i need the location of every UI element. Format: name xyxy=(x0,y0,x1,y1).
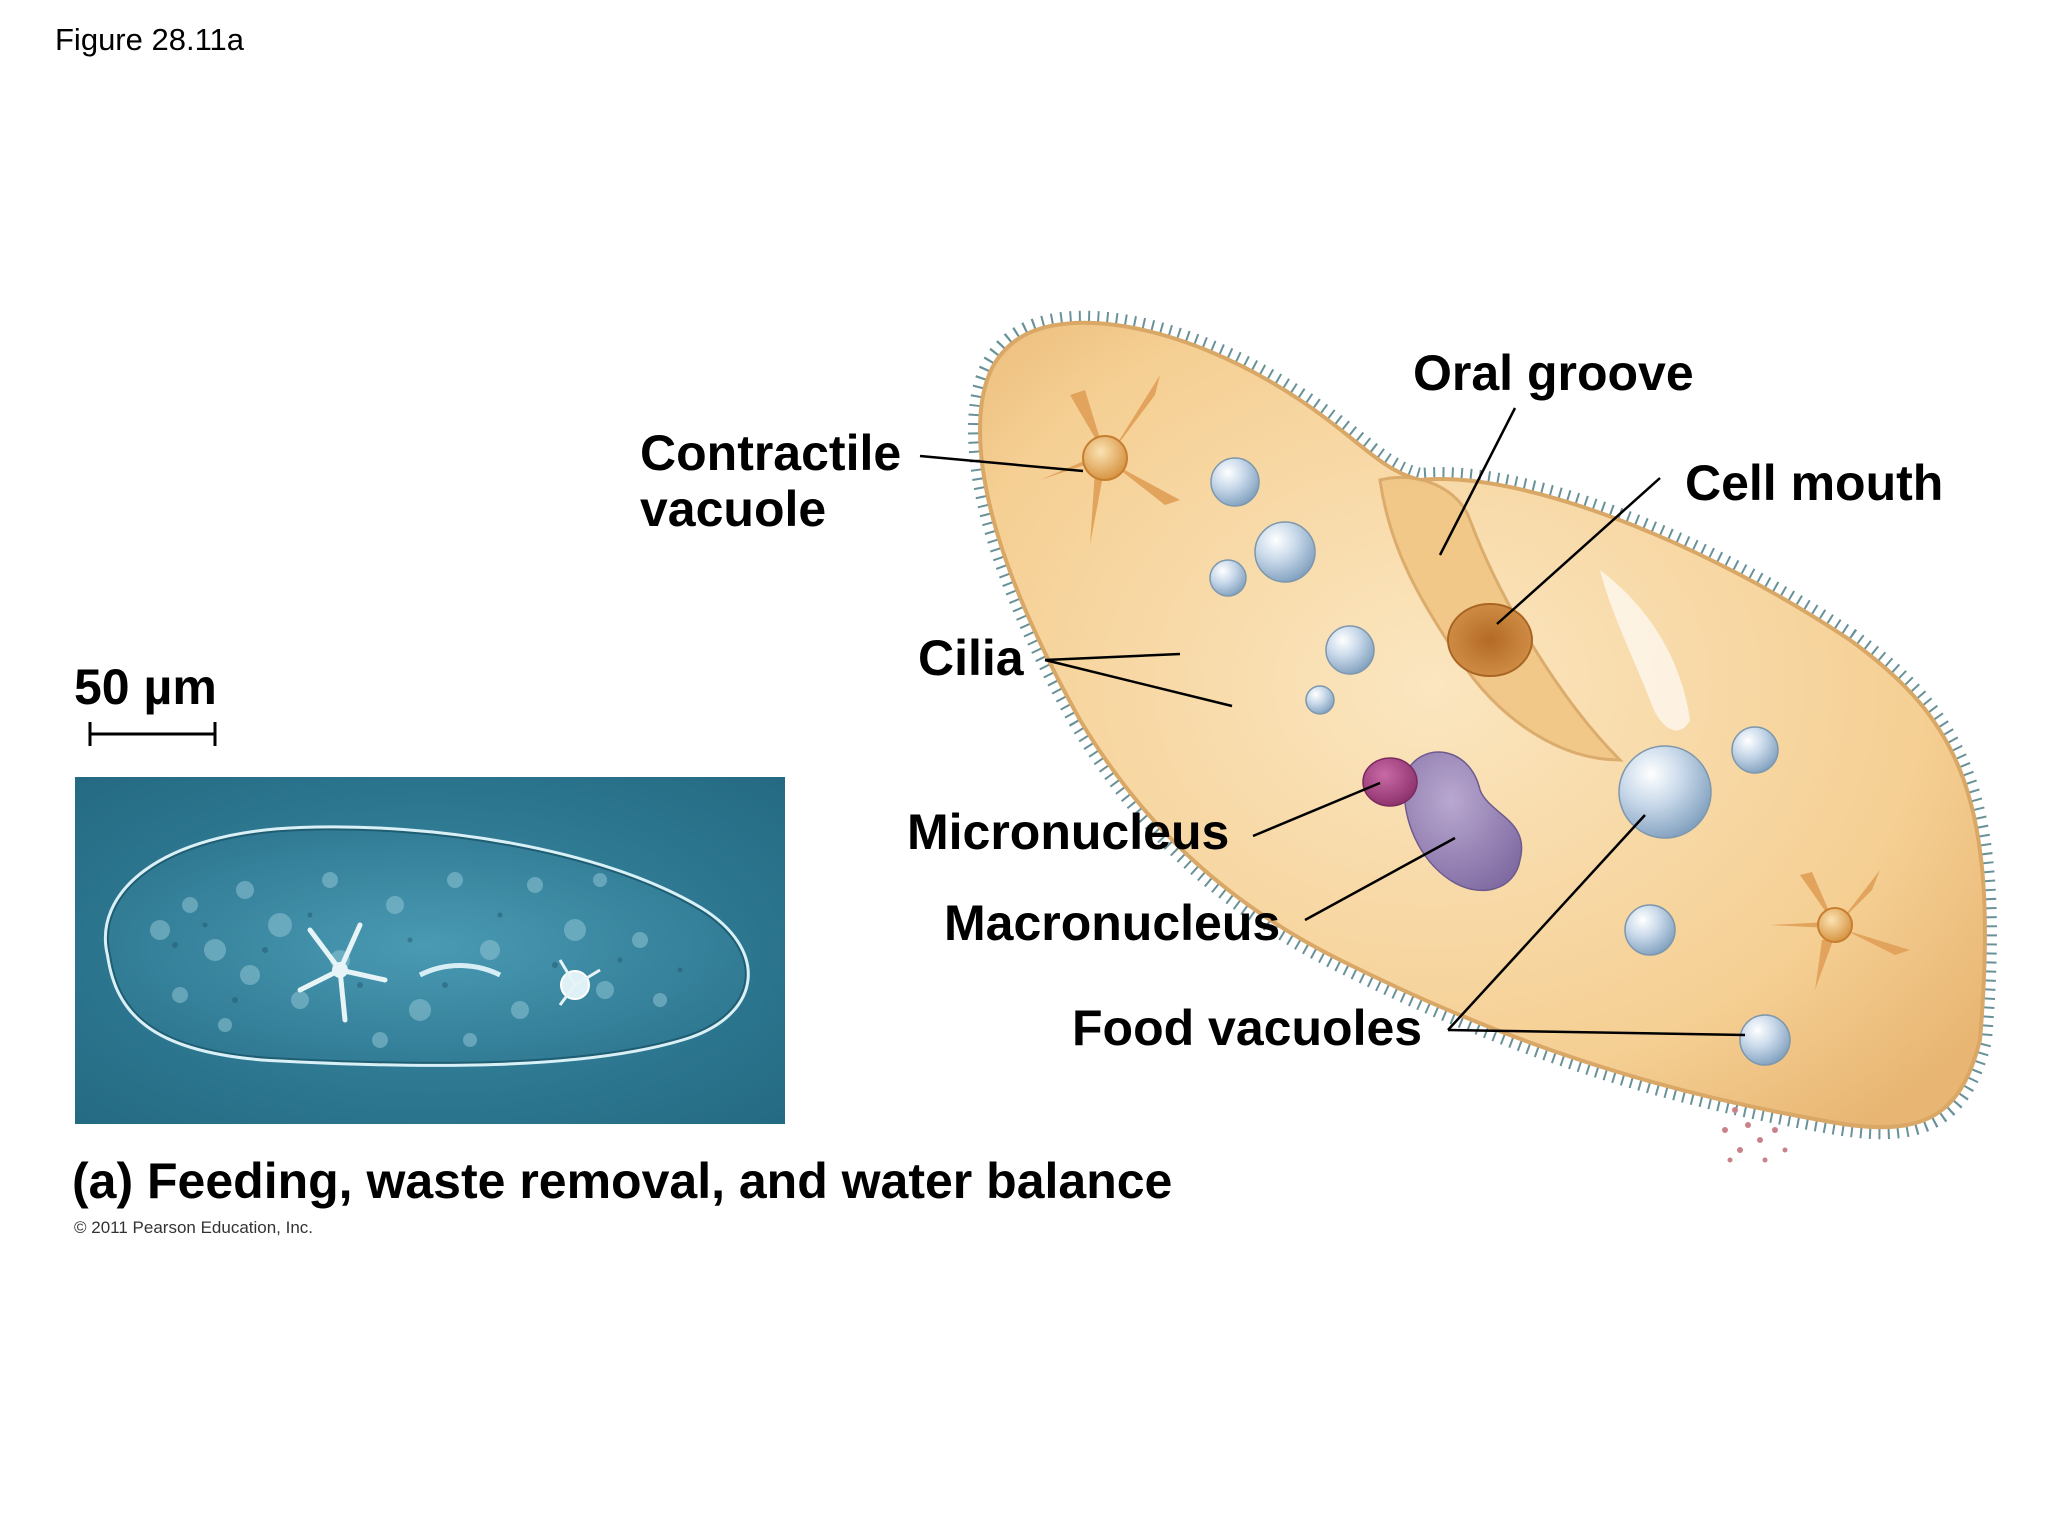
figure-label: Figure 28.11a xyxy=(55,22,244,57)
label-micronucleus: Micronucleus xyxy=(907,804,1230,860)
leader-cilia-1 xyxy=(1044,652,1181,662)
scale-bar xyxy=(88,722,217,746)
micrograph-texture xyxy=(172,912,683,1003)
food-vacuole xyxy=(1305,685,1335,715)
leader-micronucleus xyxy=(1252,781,1381,838)
leader-cilia-2 xyxy=(1044,658,1233,708)
micrograph-cell xyxy=(106,828,747,1064)
food-vacuole xyxy=(1731,726,1779,774)
leader-food-vacuoles-2 xyxy=(1447,1028,1746,1037)
leader-oral-groove xyxy=(1438,407,1517,556)
label-food-vacuoles: Food vacuoles xyxy=(1072,1000,1423,1056)
food-vacuole xyxy=(1210,457,1260,507)
leader-food-vacuoles-1 xyxy=(1447,814,1646,1031)
food-vacuole xyxy=(1209,559,1247,597)
leader-cell-mouth xyxy=(1496,477,1661,625)
food-vacuole xyxy=(1624,904,1676,956)
food-vacuole xyxy=(1618,745,1712,839)
scale-bar-label: 50 µm xyxy=(74,659,217,715)
label-contractile-vacuole: Contractile vacuole xyxy=(640,425,901,537)
cell-body xyxy=(977,320,1987,1130)
figure-caption: (a) Feeding, waste removal, and water ba… xyxy=(72,1153,1173,1209)
leader-macronucleus xyxy=(1304,836,1456,922)
waste-particles xyxy=(1722,1107,1788,1163)
leader-lines xyxy=(919,407,1746,1037)
leader-contractile-vacuole xyxy=(919,454,1084,473)
micrograph xyxy=(75,777,785,1124)
food-vacuole xyxy=(1254,521,1316,583)
cell-mouth xyxy=(1447,603,1533,677)
micrograph-oral-groove xyxy=(418,963,502,978)
micronucleus xyxy=(1362,757,1418,807)
copyright-notice: © 2011 Pearson Education, Inc. xyxy=(74,1218,314,1237)
label-contractile-vacuole-line2: vacuole xyxy=(640,481,827,537)
food-vacuole xyxy=(1739,1014,1791,1066)
cell-highlight xyxy=(1600,570,1690,731)
label-cell-mouth: Cell mouth xyxy=(1685,455,1944,511)
label-oral-groove: Oral groove xyxy=(1413,345,1694,401)
label-macronucleus: Macronucleus xyxy=(944,895,1281,951)
food-vacuole xyxy=(1325,625,1375,675)
food-vacuoles xyxy=(1209,457,1791,1066)
label-contractile-vacuole-line1: Contractile xyxy=(640,425,902,481)
label-cilia: Cilia xyxy=(918,630,1024,686)
